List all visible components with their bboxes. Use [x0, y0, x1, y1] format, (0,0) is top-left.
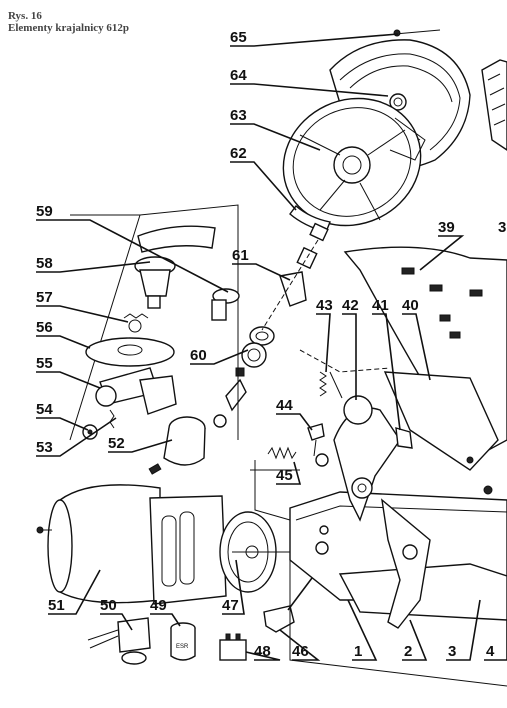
motor-housing-47 [149, 495, 290, 605]
knob-46 [263, 569, 319, 633]
knob-58 [134, 225, 216, 309]
pin-59-gear [211, 288, 240, 321]
label-40: 40 [402, 297, 419, 314]
label-2: 2 [404, 643, 412, 660]
label-52: 52 [108, 435, 125, 452]
bracket-44 [307, 423, 325, 457]
label-51: 51 [48, 597, 65, 614]
label-41: 41 [372, 297, 389, 314]
label-50: 50 [100, 597, 117, 614]
label-64: 64 [230, 67, 247, 84]
label-45: 45 [276, 467, 293, 484]
label-53: 53 [36, 439, 53, 456]
label-1: 1 [354, 643, 362, 660]
label-65: 65 [230, 29, 247, 46]
label-55: 55 [36, 355, 53, 372]
lever-2 [381, 498, 431, 629]
spring-pin-43 [319, 371, 343, 399]
gear-60 [213, 342, 267, 428]
label-43: 43 [316, 297, 333, 314]
spring-57 [123, 313, 149, 333]
label-46: 46 [292, 643, 309, 660]
figure-caption: Rys. 16 Elementy krajalnicy 612p [8, 10, 129, 34]
plate-56 [85, 337, 175, 367]
label-39: 39 [438, 219, 455, 236]
spring-45 [267, 446, 329, 467]
label-49: 49 [150, 597, 167, 614]
side-panel-40 [383, 371, 499, 495]
capacitor-49: ESR [170, 622, 196, 661]
capacitor-marking: ESR [176, 644, 189, 650]
label-3: 3 [448, 643, 456, 660]
label-57: 57 [36, 289, 53, 306]
switch-50 [87, 617, 151, 665]
motor-51 [36, 484, 161, 604]
label-48: 48 [254, 643, 271, 660]
label-60: 60 [190, 347, 207, 364]
handle-group-frame [69, 204, 239, 441]
part-labels: 65 64 63 62 59 58 57 56 55 54 53 52 61 6… [36, 29, 506, 660]
label-63: 63 [230, 107, 247, 124]
sleeve-52 [148, 416, 206, 475]
label-59: 59 [36, 203, 53, 220]
label-61: 61 [232, 247, 249, 264]
label-58: 58 [36, 255, 53, 272]
label-56: 56 [36, 319, 53, 336]
lever-55 [95, 367, 177, 415]
label-4: 4 [486, 643, 495, 660]
label-54: 54 [36, 401, 53, 418]
caption-figure-number: Rys. 16 [8, 10, 42, 22]
label-42: 42 [342, 297, 359, 314]
shaft-assembly-61 [249, 222, 329, 346]
connector-48 [219, 633, 247, 661]
carriage-plate-fragment [481, 59, 507, 151]
arm-42 [333, 395, 413, 522]
leader-lines [36, 33, 507, 687]
label-47: 47 [222, 597, 239, 614]
caption-figure-title: Elementy krajalnicy 612p [8, 22, 129, 34]
blade-frame-63 [282, 97, 426, 227]
label-44: 44 [276, 397, 293, 414]
label-3-cut: 3 [498, 219, 506, 236]
label-62: 62 [230, 145, 247, 162]
guide-lines [250, 349, 391, 521]
